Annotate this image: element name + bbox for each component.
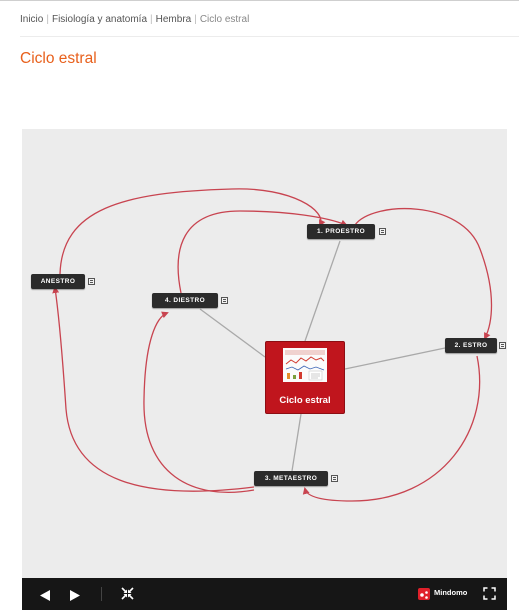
node-metaestro[interactable]: 3. METAESTRO [254, 471, 328, 486]
mindmap-canvas[interactable]: 1. PROESTRO ANESTRO 4. DIESTRO 2. ESTRO … [22, 129, 507, 578]
arrow-metaestro-anestro [52, 286, 255, 492]
top-border [0, 0, 519, 1]
toolbar-divider [101, 587, 102, 601]
spoke-proestro [304, 240, 341, 342]
node-anestro[interactable]: ANESTRO [31, 274, 85, 289]
mindmap-connections [52, 188, 493, 502]
breadcrumb-separator: | [46, 14, 49, 25]
brand-name: Mindomo [434, 588, 468, 597]
notes-icon[interactable] [221, 297, 228, 304]
notes-icon[interactable] [379, 228, 386, 235]
spoke-metaestro [291, 413, 302, 472]
notes-icon[interactable] [331, 475, 338, 482]
breadcrumb-link-hembra[interactable]: Hembra [155, 14, 192, 25]
previous-button[interactable] [40, 588, 50, 606]
node-estro[interactable]: 2. ESTRO [445, 338, 497, 353]
fullscreen-icon [483, 587, 496, 600]
node-diestro[interactable]: 4. DIESTRO [152, 293, 218, 308]
triangle-right-icon [70, 590, 80, 601]
spoke-diestro [199, 308, 266, 358]
collapse-arrows-icon [121, 587, 134, 600]
fit-to-screen-button[interactable] [121, 587, 134, 605]
arrow-proestro-estro [354, 207, 493, 340]
central-topic[interactable]: Ciclo estral [265, 341, 345, 414]
breadcrumb-current: Ciclo estral [199, 14, 250, 25]
central-topic-label: Ciclo estral [279, 395, 331, 406]
arrow-diestro-proestro [177, 210, 348, 294]
spoke-estro [344, 347, 446, 370]
arrow-anestro-proestro [59, 188, 326, 275]
central-topic-image [283, 348, 327, 382]
breadcrumb-link-fisiologia[interactable]: Fisiología y anatomía [51, 14, 148, 25]
breadcrumb-link-inicio[interactable]: Inicio [20, 14, 44, 25]
arrow-metaestro-diestro [143, 311, 255, 494]
fullscreen-button[interactable] [483, 587, 496, 605]
triangle-left-icon [40, 590, 50, 601]
arrow-estro-metaestro [302, 355, 481, 502]
mindomo-logo-icon [418, 588, 430, 600]
notes-icon[interactable] [88, 278, 95, 285]
player-toolbar: Mindomo [22, 578, 507, 610]
next-button[interactable] [70, 588, 80, 606]
breadcrumb: Inicio|Fisiología y anatomía|Hembra|Cicl… [20, 14, 249, 25]
breadcrumb-separator: | [194, 14, 197, 25]
node-proestro[interactable]: 1. PROESTRO [307, 224, 375, 239]
notes-icon[interactable] [499, 342, 506, 349]
cycle-chart-thumbnail [283, 348, 327, 382]
breadcrumb-divider [20, 36, 519, 37]
page-title: Ciclo estral [20, 50, 97, 67]
breadcrumb-separator: | [150, 14, 153, 25]
